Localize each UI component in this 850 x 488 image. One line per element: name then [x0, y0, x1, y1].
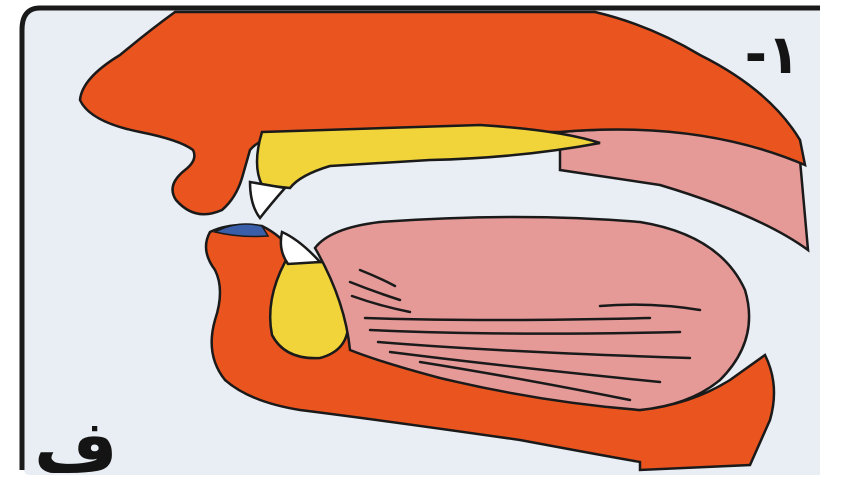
card-number-label: ١- [745, 28, 800, 82]
arabic-letter-label: ف [34, 410, 118, 482]
